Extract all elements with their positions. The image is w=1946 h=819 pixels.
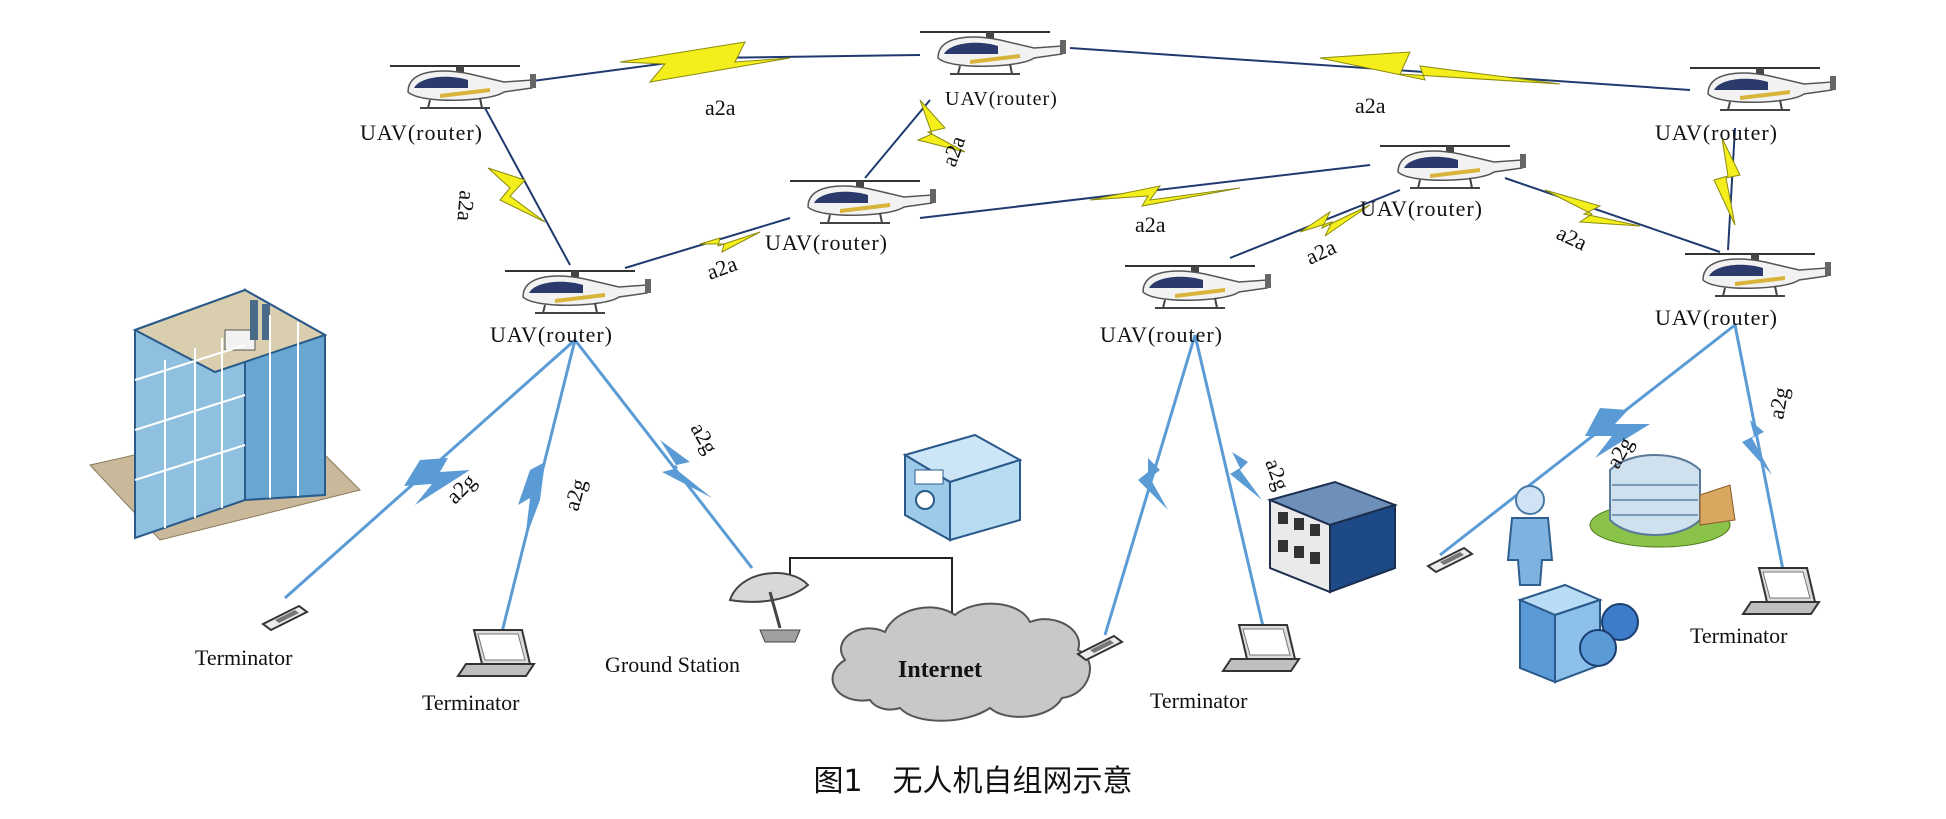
uav-label: UAV(router) <box>360 120 483 145</box>
phone-icon <box>1427 547 1473 573</box>
a2g-label: a2g <box>686 418 724 458</box>
phone-icon <box>1077 635 1123 661</box>
terminator-label: Terminator <box>1690 623 1788 648</box>
internet-cloud <box>831 602 1091 722</box>
data-center-icon <box>1517 583 1639 684</box>
a2a-label: a2a <box>705 95 736 120</box>
a2g-label: a2g <box>1260 455 1294 493</box>
a2g-labels: a2g a2g a2g a2g a2g a2g <box>441 385 1794 513</box>
apartment-building-icon <box>1266 480 1399 594</box>
a2a-links <box>484 47 1736 269</box>
a2a-label: a2a <box>452 190 480 223</box>
figure-caption: 图1 无人机自组网示意 <box>813 764 1133 799</box>
uav-label: UAV(router) <box>945 88 1058 110</box>
device-labels: Terminator Terminator Terminator Termina… <box>195 623 1788 715</box>
office-complex-icon <box>1589 454 1736 548</box>
a2a-label: a2a <box>1355 93 1386 118</box>
office-tower-icon <box>89 288 361 541</box>
terminator-label: Terminator <box>1150 688 1248 713</box>
ground-station-label: Ground Station <box>605 652 740 677</box>
a2a-label: a2a <box>1553 220 1591 256</box>
uav-labels: UAV(router) UAV(router) UAV(router) UAV(… <box>360 88 1778 347</box>
a2a-label: a2a <box>1302 234 1340 270</box>
a2a-label: a2a <box>703 251 740 285</box>
internet-label: Internet <box>898 657 982 683</box>
terminator-label: Terminator <box>422 690 520 715</box>
uav-label: UAV(router) <box>765 230 888 255</box>
uav-label: UAV(router) <box>1360 196 1483 221</box>
uav-label: UAV(router) <box>1655 120 1778 145</box>
laptop-icon <box>457 629 535 677</box>
a2g-bolts <box>404 408 1772 540</box>
office-building-icon <box>902 433 1023 542</box>
satellite-dish-icon <box>728 572 810 643</box>
uav-label: UAV(router) <box>1655 305 1778 330</box>
a2a-label: a2a <box>936 132 970 169</box>
uav-label: UAV(router) <box>490 322 613 347</box>
uav-icons <box>389 31 1837 314</box>
a2g-label: a2g <box>559 476 591 513</box>
uav-label: UAV(router) <box>1100 322 1223 347</box>
laptop-icon <box>1222 624 1300 672</box>
a2a-label: a2a <box>1135 212 1166 237</box>
phone-icon <box>262 605 308 631</box>
a2g-label: a2g <box>1763 385 1793 421</box>
laptop-icon <box>1742 567 1820 615</box>
ground-station-wire <box>789 557 953 625</box>
a2a-bolts <box>487 41 1741 253</box>
terminator-label: Terminator <box>195 645 293 670</box>
person-icon <box>1506 485 1554 586</box>
